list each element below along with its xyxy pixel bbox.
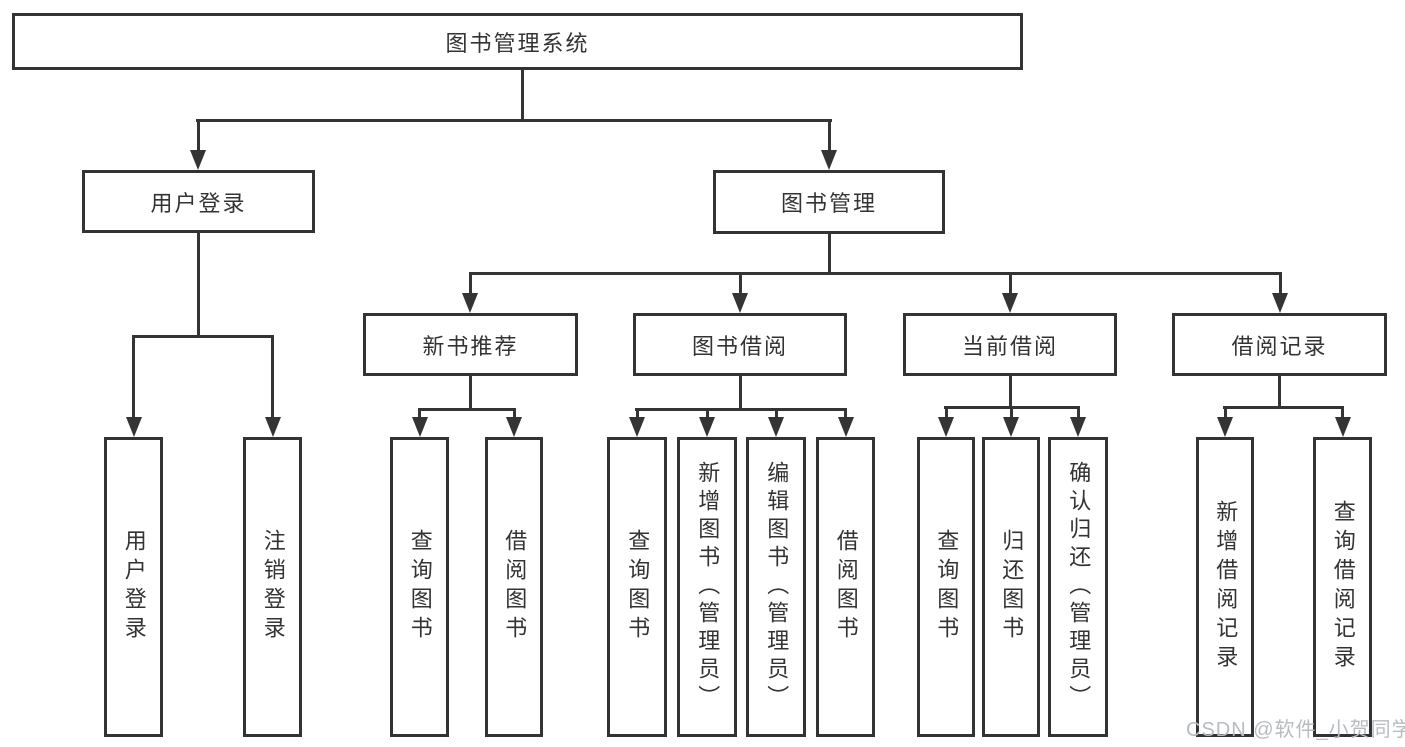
leaf-label: 借阅图书 bbox=[502, 529, 528, 645]
arrow-down-icon bbox=[838, 417, 854, 437]
arrow-down-icon bbox=[768, 417, 784, 437]
node-label: 借阅记录 bbox=[1231, 333, 1328, 359]
leaf-label: 新增借阅记录 bbox=[1213, 500, 1239, 674]
arrow-down-icon bbox=[412, 417, 428, 437]
leaf-label: 查询图书 bbox=[934, 529, 960, 645]
arrow-down-icon bbox=[506, 417, 522, 437]
arrow-down-icon bbox=[1335, 417, 1351, 437]
arrow-down-icon bbox=[1002, 293, 1018, 313]
leaf-label: 借阅图书 bbox=[833, 529, 859, 645]
csdn-watermark: CSDN @软件_小贺同学 bbox=[1186, 719, 1405, 741]
node-user-login: 用户登录 bbox=[82, 170, 315, 233]
arrow-down-icon bbox=[462, 293, 478, 313]
arrow-down-icon bbox=[732, 293, 748, 313]
arrow-down-icon bbox=[938, 417, 954, 437]
connector-drop-leaf bbox=[1077, 406, 1080, 417]
node-book-manage: 图书管理 bbox=[713, 170, 945, 234]
connector-stem bbox=[739, 376, 742, 408]
node-new-book-recommend: 新书推荐 bbox=[363, 313, 578, 376]
node-current-borrow: 当前借阅 bbox=[903, 313, 1117, 376]
leaf-label: 查询图书 bbox=[407, 529, 433, 645]
connector-stem bbox=[1009, 376, 1012, 406]
connector-root-hline bbox=[196, 119, 832, 122]
connector-root-stem bbox=[521, 68, 524, 119]
arrow-down-icon bbox=[190, 150, 206, 170]
leaf-add-borrow-record: 新增借阅记录 bbox=[1196, 437, 1254, 737]
arrow-down-icon bbox=[1217, 417, 1233, 437]
node-label: 图书借阅 bbox=[691, 333, 788, 359]
connector-drop-manage bbox=[828, 119, 831, 152]
leaf-query-book-3: 查询图书 bbox=[917, 437, 975, 737]
leaf-label: 确认归还（管理员） bbox=[1066, 461, 1092, 713]
connector-login-stem bbox=[197, 233, 200, 335]
connector-hline bbox=[1223, 406, 1344, 409]
node-borrow-record: 借阅记录 bbox=[1172, 313, 1387, 376]
node-root-label: 图书管理系统 bbox=[445, 30, 590, 56]
leaf-edit-book-admin: 编辑图书（管理员） bbox=[746, 437, 806, 737]
connector-manage-stem bbox=[828, 234, 831, 272]
leaf-return-book: 归还图书 bbox=[982, 437, 1040, 737]
arrow-down-icon bbox=[1272, 293, 1288, 313]
node-book-borrow: 图书借阅 bbox=[633, 313, 847, 376]
node-label: 当前借阅 bbox=[961, 333, 1058, 359]
node-user-login-label: 用户登录 bbox=[150, 190, 247, 216]
leaf-query-book-2: 查询图书 bbox=[607, 437, 667, 737]
connector-drop-leaf bbox=[706, 408, 709, 417]
leaf-borrow-book-2: 借阅图书 bbox=[816, 437, 875, 737]
node-label: 新书推荐 bbox=[422, 333, 519, 359]
connector-drop-l3 bbox=[1009, 272, 1012, 293]
leaf-label: 编辑图书（管理员） bbox=[764, 461, 790, 713]
leaf-query-book-1: 查询图书 bbox=[390, 437, 449, 737]
connector-stem bbox=[469, 376, 472, 408]
connector-drop-l3 bbox=[469, 272, 472, 293]
connector-drop-leaf bbox=[271, 335, 274, 418]
leaf-logout: 注销登录 bbox=[243, 437, 302, 737]
connector-drop-leaf bbox=[1341, 406, 1344, 417]
node-root: 图书管理系统 bbox=[12, 13, 1023, 70]
connector-hline bbox=[418, 408, 516, 411]
leaf-user-login: 用户登录 bbox=[104, 437, 163, 737]
connector-drop-leaf bbox=[1010, 406, 1013, 417]
leaf-label: 归还图书 bbox=[999, 529, 1025, 645]
connector-drop-leaf bbox=[513, 408, 516, 417]
connector-drop-l3 bbox=[739, 272, 742, 293]
connector-hline bbox=[635, 408, 847, 411]
leaf-borrow-book-1: 借阅图书 bbox=[485, 437, 543, 737]
connector-drop-leaf bbox=[1224, 406, 1227, 417]
arrow-down-icon bbox=[1070, 417, 1086, 437]
connector-stem bbox=[1278, 376, 1281, 406]
arrow-down-icon bbox=[1003, 417, 1019, 437]
connector-drop-login bbox=[197, 119, 200, 152]
leaf-query-borrow-record: 查询借阅记录 bbox=[1313, 437, 1372, 737]
connector-drop-leaf bbox=[945, 406, 948, 417]
connector-drop-l3 bbox=[1279, 272, 1282, 293]
connector-drop-leaf bbox=[844, 408, 847, 417]
leaf-add-book-admin: 新增图书（管理员） bbox=[677, 437, 737, 737]
connector-drop-leaf bbox=[636, 408, 639, 417]
connector-drop-leaf bbox=[418, 408, 421, 417]
connector-drop-leaf bbox=[775, 408, 778, 417]
leaf-label: 新增图书（管理员） bbox=[695, 461, 721, 713]
arrow-down-icon bbox=[265, 417, 281, 437]
connector-manage-hline bbox=[469, 272, 1282, 275]
leaf-label: 查询图书 bbox=[625, 529, 651, 645]
arrow-down-icon bbox=[629, 417, 645, 437]
leaf-label: 用户登录 bbox=[121, 529, 147, 645]
connector-login-hline bbox=[132, 335, 274, 338]
arrow-down-icon bbox=[699, 417, 715, 437]
connector-drop-leaf bbox=[132, 335, 135, 418]
leaf-confirm-return-admin: 确认归还（管理员） bbox=[1048, 437, 1108, 737]
arrow-down-icon bbox=[821, 150, 837, 170]
arrow-down-icon bbox=[126, 417, 142, 437]
node-book-manage-label: 图书管理 bbox=[780, 191, 877, 216]
leaf-label: 查询借阅记录 bbox=[1330, 500, 1356, 674]
leaf-label: 注销登录 bbox=[260, 529, 286, 645]
